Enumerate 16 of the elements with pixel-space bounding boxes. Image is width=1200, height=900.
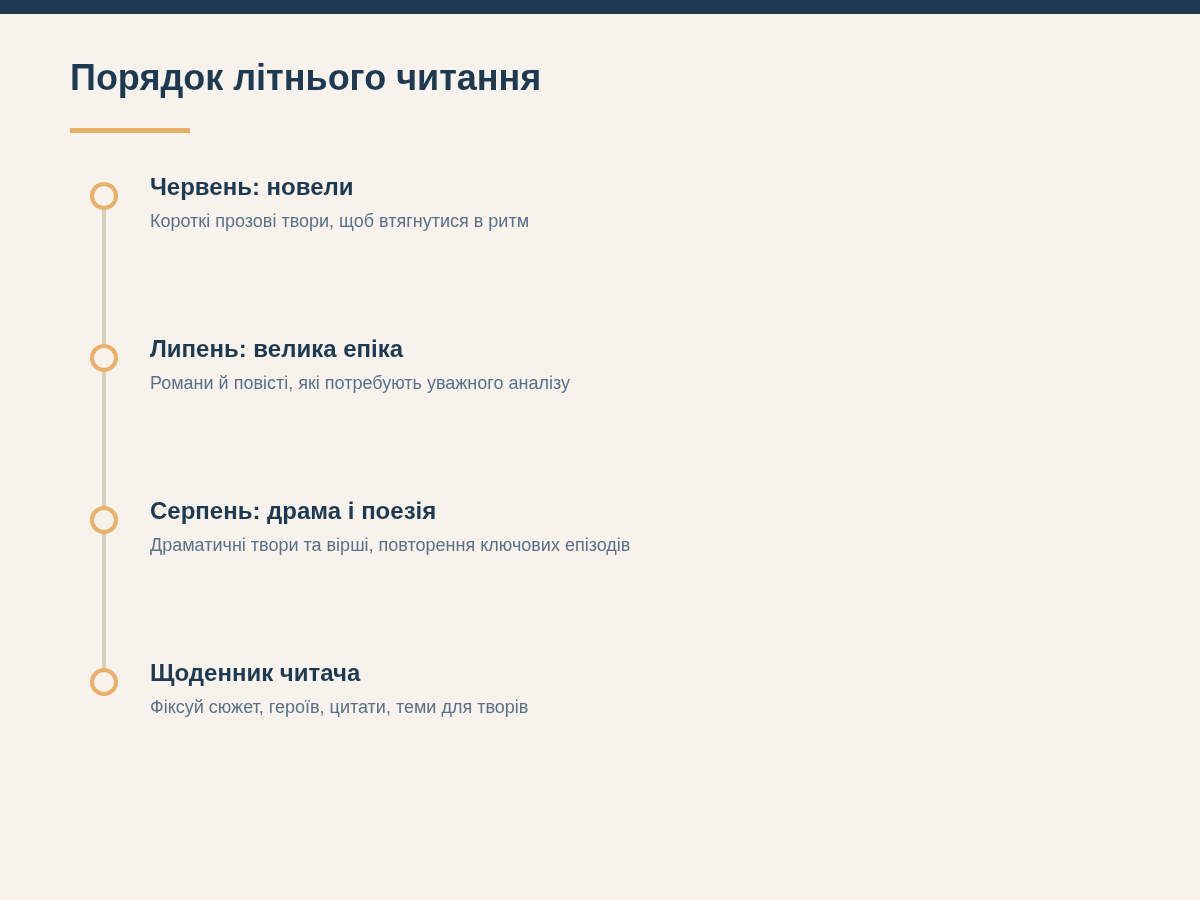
- step-heading: Серпень: драма і поезія: [150, 497, 437, 525]
- step-description: Короткі прозові твори, щоб втягнутися в ритм: [150, 210, 529, 232]
- timeline-circle: [90, 506, 118, 534]
- timeline-circle: [90, 182, 118, 210]
- timeline-circle: [90, 668, 118, 696]
- step-description: Романи й повісті, які потребують уважного аналізу: [150, 372, 570, 394]
- step-heading: Липень: велика епіка: [150, 335, 404, 363]
- title: Порядок літнього читання: [70, 56, 542, 100]
- step-heading: Червень: новели: [150, 173, 354, 201]
- step-heading: Щоденник читача: [150, 659, 361, 687]
- step-description: Фіксуй сюжет, героїв, цитати, теми для творів: [150, 696, 529, 718]
- timeline-circle: [90, 344, 118, 372]
- timeline-connector: [102, 210, 106, 344]
- timeline-connector: [102, 534, 106, 668]
- step-description: Драматичні твори та вірші, повторення ключових епізодів: [150, 534, 631, 556]
- timeline-connector: [102, 372, 106, 506]
